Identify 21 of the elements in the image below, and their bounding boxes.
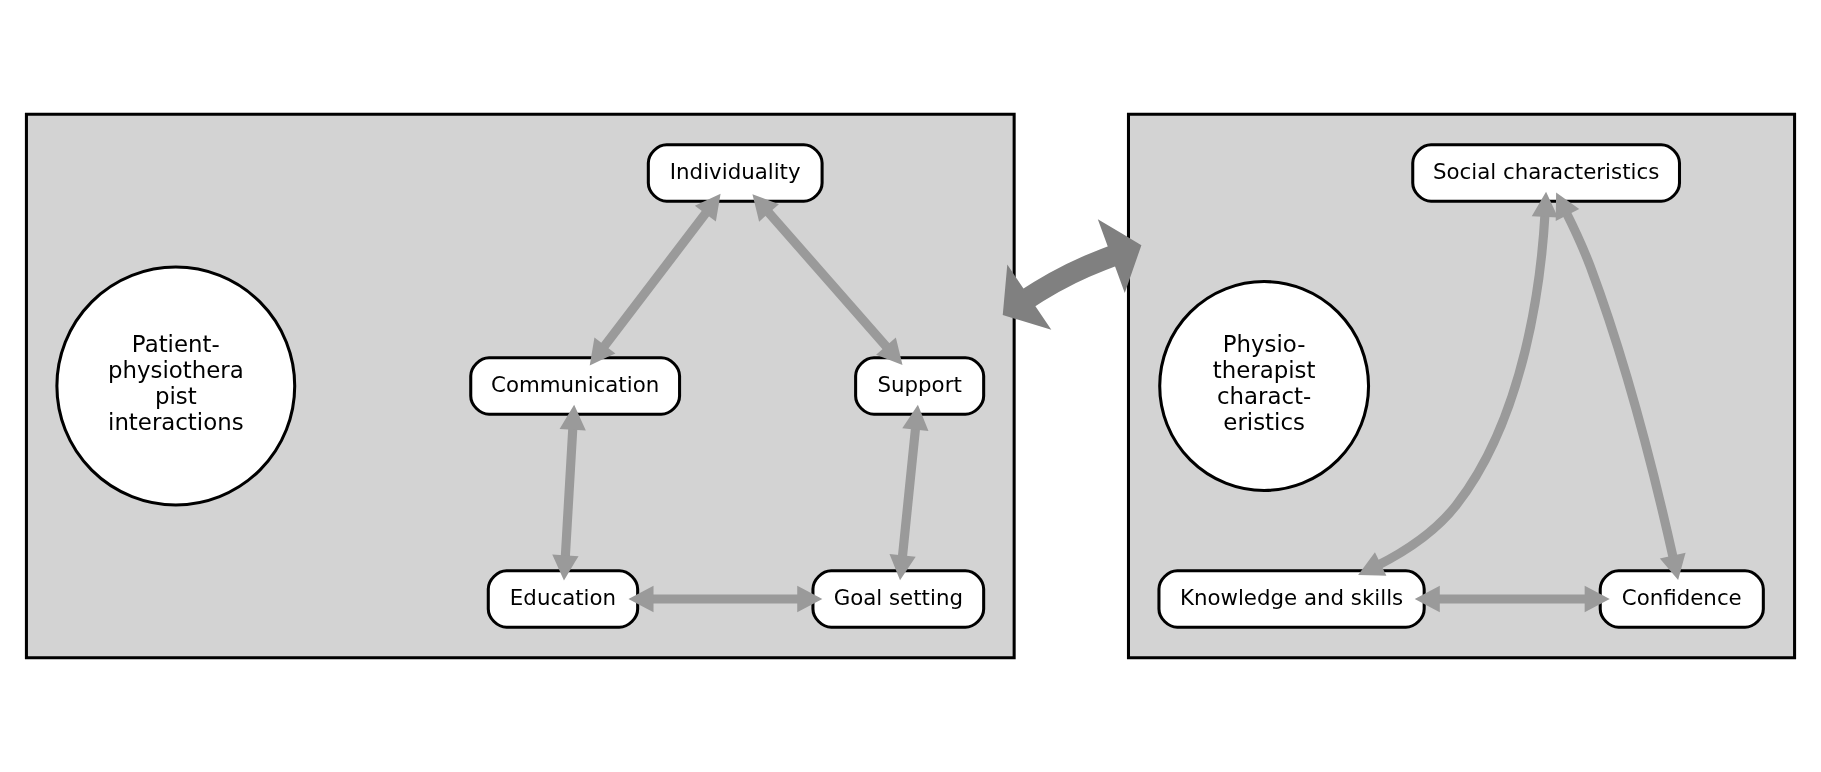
- cluster: [24, 112, 1016, 660]
- arrow: [1358, 191, 1559, 576]
- arrow: [552, 404, 586, 581]
- node-box: Individuality: [646, 143, 824, 203]
- node-circle: Physio- therapist charact- eristics: [1158, 280, 1371, 492]
- node-box: Communication: [469, 356, 682, 416]
- node-box: Support: [854, 356, 986, 416]
- arrow: [628, 585, 823, 613]
- arrow: [752, 194, 903, 365]
- cluster: [1126, 112, 1797, 660]
- arrow: [1002, 219, 1142, 330]
- node-circle: Patient- physiothera pist interactions: [55, 265, 297, 507]
- arrow: [589, 193, 721, 366]
- node-box: Knowledge and skills: [1157, 569, 1426, 629]
- arrow: [1555, 192, 1686, 580]
- arrow: [1414, 585, 1610, 613]
- node-box: Education: [486, 569, 640, 629]
- arrow: [889, 404, 929, 581]
- node-box: Social characteristics: [1411, 143, 1681, 203]
- node-box: Confidence: [1598, 569, 1765, 629]
- node-box: Goal setting: [811, 569, 986, 629]
